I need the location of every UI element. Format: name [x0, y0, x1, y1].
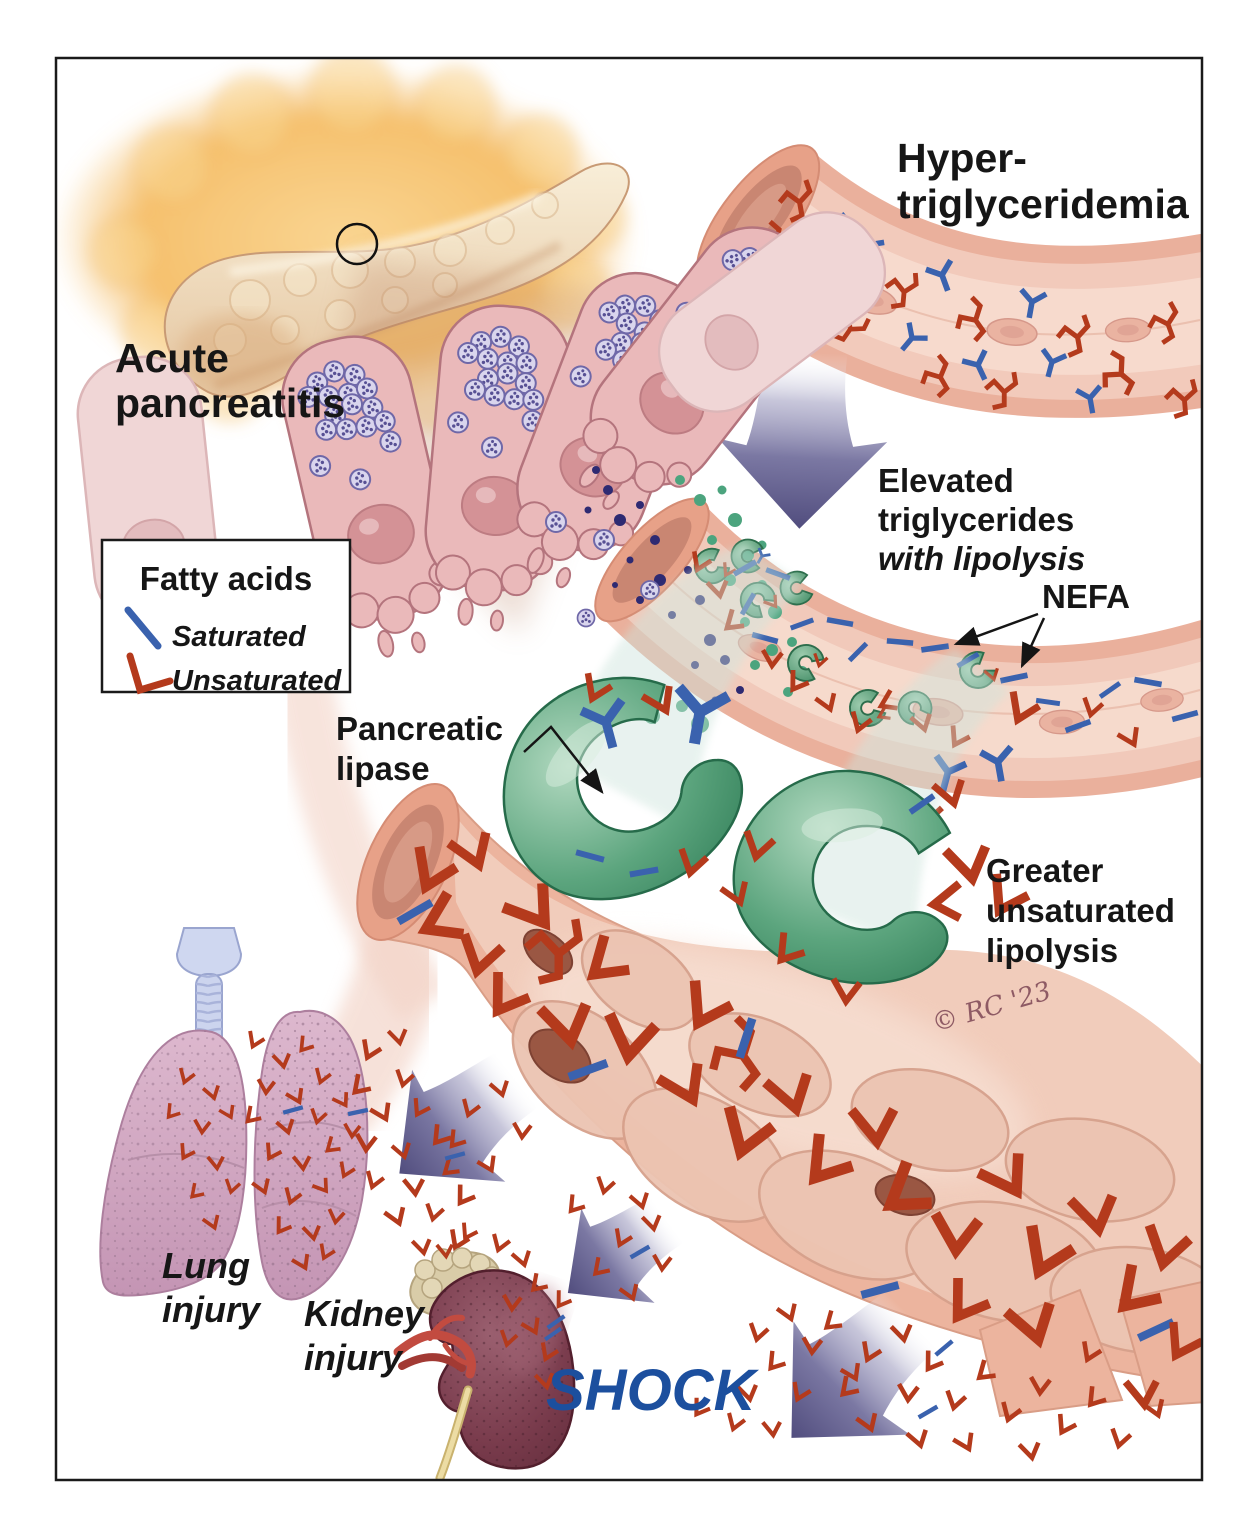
legend-title: Fatty acids	[140, 560, 312, 597]
label-hypertriglyceridemia-1: Hyper-	[897, 135, 1027, 181]
label-kidney-injury-2: injury	[304, 1337, 404, 1378]
legend-item-saturated: Saturated	[172, 621, 307, 653]
label-lung-injury-2: injury	[162, 1289, 262, 1330]
label-greater-unsat-2: unsaturated	[986, 892, 1175, 929]
text-labels: Acute pancreatitis Hyper- triglyceridemi…	[115, 135, 1190, 1423]
legend-item-unsaturated: Unsaturated	[172, 665, 342, 697]
label-elevated-tg-3: with lipolysis	[878, 540, 1085, 577]
label-pancreatic-lipase-1: Pancreatic	[336, 710, 503, 747]
zoom-circle-annotation	[335, 222, 379, 266]
legend-box	[100, 538, 352, 694]
pancreatic-lipase-pointer	[523, 725, 604, 794]
label-pancreatic-lipase-2: lipase	[336, 750, 430, 787]
label-acute-pancreatitis-1: Acute	[115, 335, 229, 381]
unsaturated-bent-icon	[126, 652, 174, 695]
fatty-acids-legend: Fatty acids Saturated Unsaturated	[100, 538, 352, 697]
label-lung-injury-1: Lung	[162, 1245, 250, 1286]
nefa-pointer-2	[1020, 617, 1046, 669]
label-greater-unsat-3: lipolysis	[986, 932, 1118, 969]
label-elevated-tg-1: Elevated	[878, 462, 1014, 499]
label-hypertriglyceridemia-2: triglyceridemia	[897, 181, 1190, 227]
nefa-pointer-1	[953, 612, 1039, 646]
label-greater-unsat-1: Greater	[986, 852, 1104, 889]
label-shock: SHOCK	[546, 1358, 760, 1423]
lungs	[99, 1009, 369, 1301]
label-elevated-tg-2: triglycerides	[878, 501, 1074, 538]
label-kidney-injury-1: Kidney	[304, 1293, 426, 1334]
saturated-line-icon	[124, 606, 162, 650]
figure-border	[54, 56, 1204, 1482]
label-nefa: NEFA	[1042, 578, 1130, 615]
label-acute-pancreatitis-2: pancreatitis	[115, 380, 345, 426]
